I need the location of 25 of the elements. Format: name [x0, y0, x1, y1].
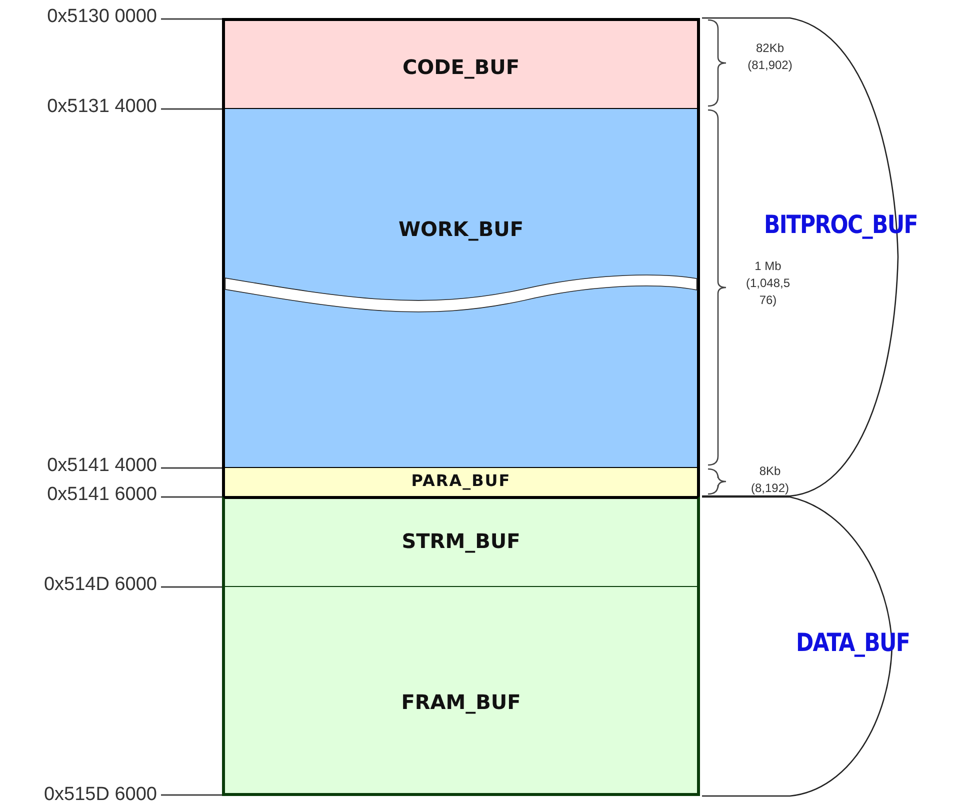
size-label: 8Kb (8,192): [750, 463, 790, 497]
region-name: PARA_BUF: [410, 471, 512, 490]
memory-region: [222, 467, 700, 497]
size-label: 82Kb (81,902): [746, 40, 794, 74]
address-label: 0x5131 4000: [47, 96, 157, 118]
address-label: 0x5141 6000: [47, 484, 157, 506]
address-line: [161, 18, 222, 20]
memory-region: [222, 586, 700, 796]
region-name: STRM_BUF: [400, 529, 522, 553]
memory-region: [222, 18, 700, 109]
memory-region: [222, 108, 700, 468]
region-name: CODE_BUF: [401, 55, 521, 79]
region-name: FRAM_BUF: [400, 690, 522, 714]
region-name: WORK_BUF: [397, 217, 525, 241]
address-line: [161, 467, 222, 469]
address-label: 0x5141 4000: [47, 455, 157, 477]
address-line: [161, 496, 222, 498]
address-label: 0x5130 0000: [47, 6, 157, 28]
address-line: [161, 586, 222, 588]
address-line: [161, 108, 222, 110]
address-label: 0x514D 6000: [44, 574, 157, 596]
memory-region: [222, 496, 700, 587]
address-label: 0x515D 6000: [44, 784, 157, 806]
size-label: 1 Mb (1,048,576): [745, 258, 791, 309]
address-line: [161, 794, 222, 796]
